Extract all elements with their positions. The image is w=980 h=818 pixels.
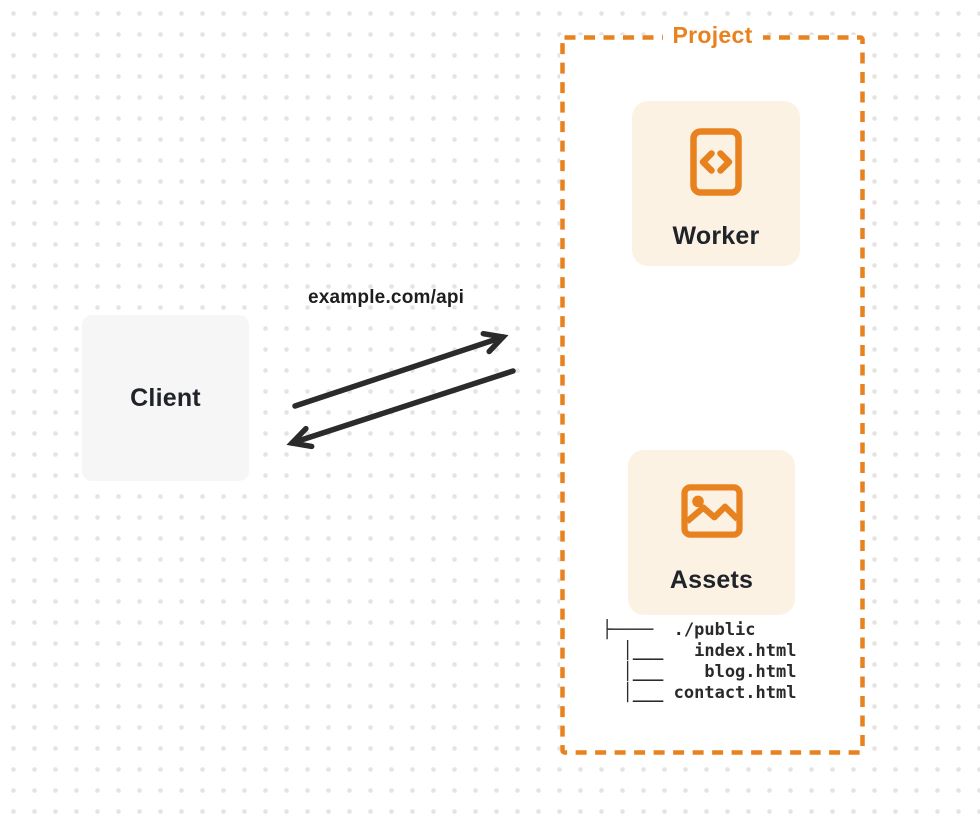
project-title: Project — [662, 22, 763, 49]
request-arrow — [292, 330, 509, 409]
assets-file-tree: ├──── ./public │___ index.html │___ blog… — [602, 620, 797, 703]
image-icon — [680, 484, 743, 538]
client-node: Client — [82, 315, 249, 481]
code-file-icon — [690, 128, 742, 196]
worker-node: Worker — [632, 101, 800, 266]
project-container: Project Worker Assets ├──── ./public │__… — [560, 22, 865, 755]
assets-node: Assets — [628, 450, 795, 615]
request-url-label: example.com/api — [308, 287, 465, 308]
worker-label: Worker — [672, 222, 760, 250]
response-arrow — [286, 368, 516, 450]
project-dashed-border — [560, 35, 865, 755]
assets-label: Assets — [669, 566, 754, 594]
client-label: Client — [130, 383, 201, 412]
